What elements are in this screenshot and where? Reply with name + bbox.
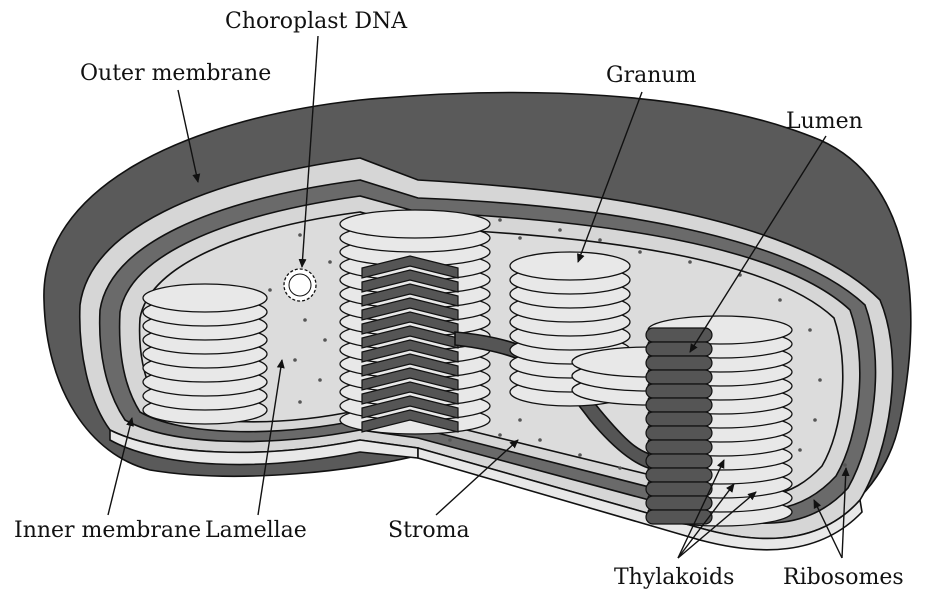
label-lamellae: Lamellae [205, 518, 307, 543]
label-lumen: Lumen [786, 109, 863, 134]
label-inner-membrane: Inner membrane [14, 518, 201, 543]
label-ribosomes: Ribosomes [783, 565, 904, 590]
left-granum-stack [143, 284, 267, 424]
label-choroplast-dna: Choroplast DNA [225, 9, 408, 34]
label-granum: Granum [606, 63, 697, 88]
label-thylakoids: Thylakoids [614, 565, 734, 590]
label-outer-membrane: Outer membrane [80, 61, 271, 86]
label-stroma: Stroma [388, 518, 470, 543]
front-granum-cut [646, 328, 712, 524]
